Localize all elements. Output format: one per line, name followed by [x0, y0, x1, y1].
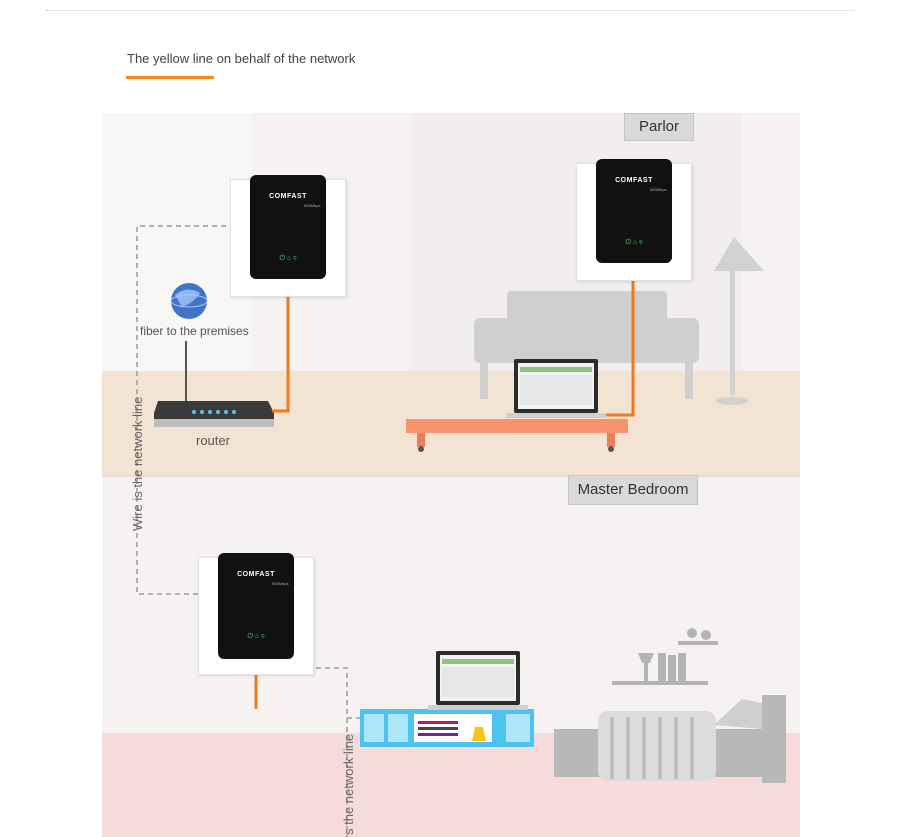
floor-lamp-icon: [714, 237, 764, 405]
fiber-label: fiber to the premises: [140, 324, 249, 338]
adapter-brand: COMFAST: [237, 571, 275, 578]
heading-underline: [126, 76, 214, 79]
adapter-led-icons: ⏻ ⌂ ⚲: [279, 255, 297, 262]
room-label-parlor: Parlor: [624, 113, 694, 141]
laptop-icon: [506, 359, 606, 418]
room-label-master-bedroom: Master Bedroom: [568, 475, 698, 505]
adapter-brand: COMFAST: [269, 193, 307, 200]
adapter-led-icons: ⏻ ⌂ ⚲: [625, 239, 643, 246]
router-label: router: [196, 433, 230, 448]
coffee-table-icon: [406, 419, 628, 452]
dashed-wire-line: [136, 225, 360, 837]
floor-divider: [102, 475, 800, 477]
adapter-led-icons: ⏻ ⌂ ⚲: [247, 633, 265, 640]
shelf-icon: [612, 628, 718, 685]
scene-drawing: [136, 225, 786, 837]
house-scene: Parlor Master Bedroom fiber to the premi…: [102, 113, 800, 837]
adapter-sub: 500Mbps: [272, 581, 289, 586]
wire-label-bottom: s the network line: [341, 733, 356, 835]
adapter-sub: 500Mbps: [304, 203, 321, 208]
bed-icon: [554, 695, 786, 783]
cabinet-icon: [360, 709, 534, 747]
top-divider: [46, 10, 854, 11]
adapter-sub: 500Mbps: [650, 187, 667, 192]
page-heading: The yellow line on behalf of the network: [127, 51, 356, 66]
globe-icon: [170, 283, 208, 319]
left-wall: [102, 113, 252, 373]
router-icon: [154, 401, 274, 427]
sofa-icon: [474, 291, 699, 399]
adapter-brand: COMFAST: [615, 177, 653, 184]
wire-label-left: Wire is the network line: [130, 396, 145, 531]
bedroom-laptop-icon: [428, 651, 528, 710]
